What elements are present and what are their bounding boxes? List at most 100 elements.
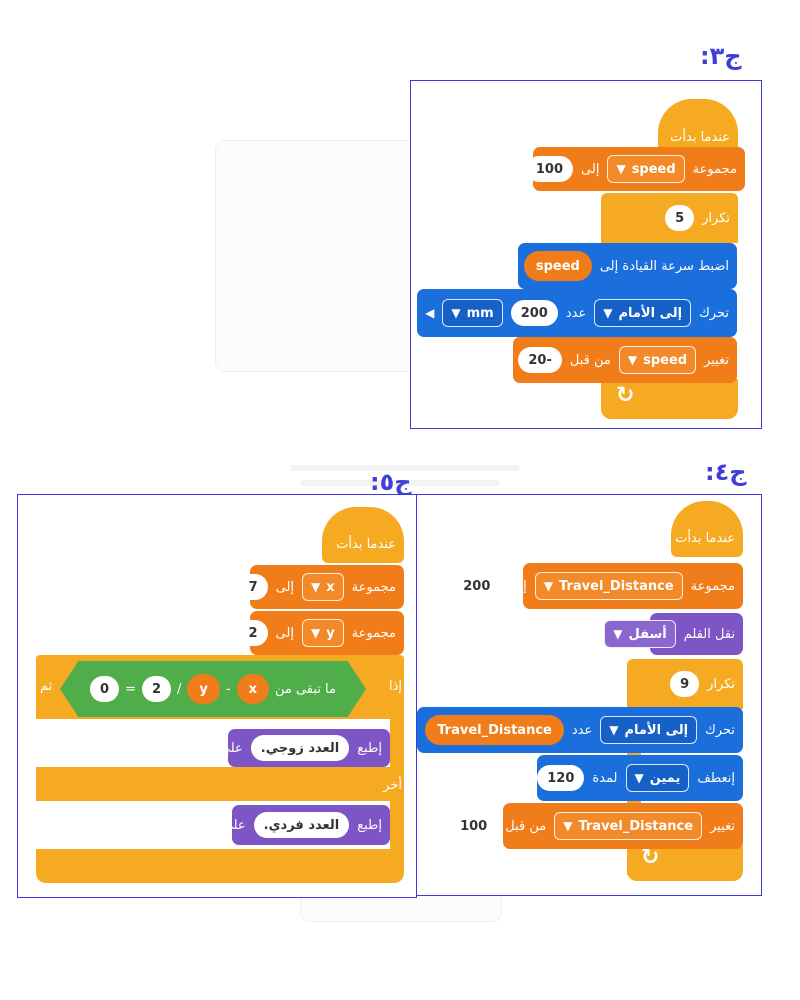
when-started-label: عندما بدأت xyxy=(336,536,396,552)
change-value-input[interactable]: 100 xyxy=(450,813,498,839)
direction-dropdown[interactable]: إلى الأمام▼ xyxy=(594,299,692,327)
change-label: تغيير xyxy=(704,352,729,368)
variable-dropdown[interactable]: Travel_Distance ▼ xyxy=(554,812,703,840)
if-right-arm xyxy=(390,717,404,853)
divide-operator: / xyxy=(177,681,182,697)
print-text-input[interactable]: العدد زوجي. xyxy=(250,735,350,761)
count-label: عدد xyxy=(565,305,587,321)
variable-name: speed xyxy=(631,161,676,177)
label-q5: ج٥: xyxy=(370,468,412,496)
move-pen-block[interactable]: نقل القلم أسفل▼ xyxy=(604,613,743,655)
variable-dropdown[interactable]: x▼ xyxy=(302,573,344,601)
variable-dropdown[interactable]: speed ▼ xyxy=(607,155,685,183)
percent-unit: % xyxy=(502,258,516,274)
dropdown-arrow-icon: ▼ xyxy=(543,579,554,593)
repeat-label: تكرار xyxy=(702,210,730,226)
value-input[interactable]: 200 xyxy=(453,573,501,599)
degree-label: درجة xyxy=(502,770,530,786)
dropdown-arrow-icon: ▼ xyxy=(311,580,321,594)
value-input[interactable]: 2 xyxy=(238,620,268,646)
variable-name: x xyxy=(326,579,335,595)
equals-operator: = xyxy=(125,681,136,697)
variable-dropdown[interactable]: y▼ xyxy=(301,619,344,647)
variable-name: y xyxy=(326,625,335,641)
dropdown-arrow-icon: ▼ xyxy=(451,306,461,320)
set-x-block[interactable]: مجموعة x▼ إلى 7 xyxy=(238,565,404,609)
direction-value: إلى الأمام xyxy=(624,722,689,738)
change-value-input[interactable]: -20 xyxy=(518,347,562,373)
dropdown-arrow-icon: ▼ xyxy=(616,162,626,176)
set-label: مجموعة xyxy=(690,578,735,594)
drive-forward-block[interactable]: تحرك إلى الأمام▼ عدد 200 mm▼ ◀ xyxy=(417,289,737,337)
turn-direction-value: يمين xyxy=(649,770,681,786)
repeat-count-input[interactable]: 5 xyxy=(665,205,695,231)
play-left-icon: ◀ xyxy=(425,306,435,320)
to-label: إلى xyxy=(275,625,294,641)
move-label: تحرك xyxy=(705,722,735,738)
direction-dropdown[interactable]: إلى الأمام▼ xyxy=(600,716,698,744)
repeat-block[interactable]: تكرار 5 xyxy=(601,193,738,243)
set-y-block[interactable]: مجموعة y▼ إلى 2 xyxy=(238,611,404,655)
loop-arrow-icon: ↻ xyxy=(641,845,660,870)
when-started-block[interactable]: عندما بدأت xyxy=(322,507,404,563)
set-speed-label: اضبط سرعة القيادة إلى xyxy=(599,258,729,274)
set-variable-block[interactable]: مجموعة Travel_Distance▼ إلى 200 xyxy=(453,563,743,609)
if-label: إذا xyxy=(388,679,402,694)
mod-label: ما تبقى من xyxy=(274,681,336,697)
print-text-input[interactable]: العدد فردي. xyxy=(253,812,350,838)
set-label: مجموعة xyxy=(692,161,737,177)
divisor-input[interactable]: 2 xyxy=(141,676,172,702)
unit-dropdown[interactable]: mm ▼ xyxy=(442,299,503,327)
repeat-block[interactable]: تكرار 9 xyxy=(627,659,743,709)
set-variable-block[interactable]: مجموعة speed ▼ إلى 100 xyxy=(525,147,745,191)
turn-direction-dropdown[interactable]: يمين▼ xyxy=(625,764,690,792)
repeat-block-bottom xyxy=(627,845,743,881)
play-left-icon: ◀ xyxy=(484,771,495,785)
y-reporter[interactable]: y xyxy=(187,674,220,704)
value-input[interactable]: 100 xyxy=(525,156,574,182)
speed-reporter[interactable]: speed xyxy=(523,251,592,281)
panel-q5: عندما بدأت مجموعة x▼ إلى 7 مجموعة y▼ إلى… xyxy=(17,494,417,898)
by-label: من قبل xyxy=(569,352,611,368)
panel-q4: عندما بدأت مجموعة Travel_Distance▼ إلى 2… xyxy=(414,494,762,896)
variable-dropdown[interactable]: Travel_Distance▼ xyxy=(534,572,683,600)
on-label: على xyxy=(222,817,246,833)
minus-operator: - xyxy=(225,681,231,697)
print-label: إطبع xyxy=(357,740,382,756)
value-input[interactable]: 7 xyxy=(238,574,268,600)
on-label: على xyxy=(219,740,243,756)
print-odd-block[interactable]: إطبع العدد فردي. على ◀ xyxy=(206,805,390,845)
unit-value: mm xyxy=(466,305,494,321)
change-label: تغيير xyxy=(710,818,735,834)
to-label: إلى xyxy=(581,161,600,177)
travel-distance-reporter[interactable]: Travel_Distance xyxy=(425,715,564,745)
variable-dropdown[interactable]: speed▼ xyxy=(618,346,697,374)
condition-block[interactable]: ما تبقى من x - y / 2 = 0 xyxy=(60,661,366,717)
dropdown-arrow-icon: ▼ xyxy=(563,819,573,833)
print-even-block[interactable]: إطبع العدد زوجي. على ◀ xyxy=(203,729,390,767)
distance-input[interactable]: 200 xyxy=(510,300,558,326)
turn-value-input[interactable]: 120 xyxy=(537,765,585,791)
when-started-label: عندما بدأت xyxy=(670,129,730,145)
variable-name: Travel_Distance xyxy=(578,818,694,834)
repeat-block-bottom xyxy=(601,379,738,419)
x-reporter[interactable]: x xyxy=(236,674,269,704)
turn-block[interactable]: إنعطف يمين▼ لمدة 120 درجة ◀ xyxy=(485,755,743,801)
change-variable-block[interactable]: تغيير speed▼ من قبل -20 xyxy=(513,337,737,383)
repeat-count-input[interactable]: 9 xyxy=(670,671,700,697)
change-variable-block[interactable]: تغيير Travel_Distance▼ من قبل 100 xyxy=(450,803,743,849)
pen-value: أسفل xyxy=(628,626,667,642)
play-left-icon: ◀ xyxy=(202,741,212,755)
to-label: إلى xyxy=(275,579,295,595)
drive-forward-block[interactable]: تحرك إلى الأمام▼ عدد Travel_Distance mm▼… xyxy=(415,707,743,753)
label-q4: ج٤: xyxy=(705,458,747,486)
direction-value: إلى الأمام xyxy=(618,305,683,321)
dropdown-arrow-icon: ▼ xyxy=(627,353,638,367)
set-drive-velocity-block[interactable]: اضبط سرعة القيادة إلى speed % xyxy=(503,243,737,289)
set-label: مجموعة xyxy=(351,579,396,595)
when-started-block[interactable]: عندما بدأت xyxy=(671,501,743,557)
label-q3: ج٣: xyxy=(700,42,742,70)
then-label: ثم xyxy=(40,679,53,694)
zero-input[interactable]: 0 xyxy=(90,676,120,702)
pen-dropdown[interactable]: أسفل▼ xyxy=(604,620,676,648)
